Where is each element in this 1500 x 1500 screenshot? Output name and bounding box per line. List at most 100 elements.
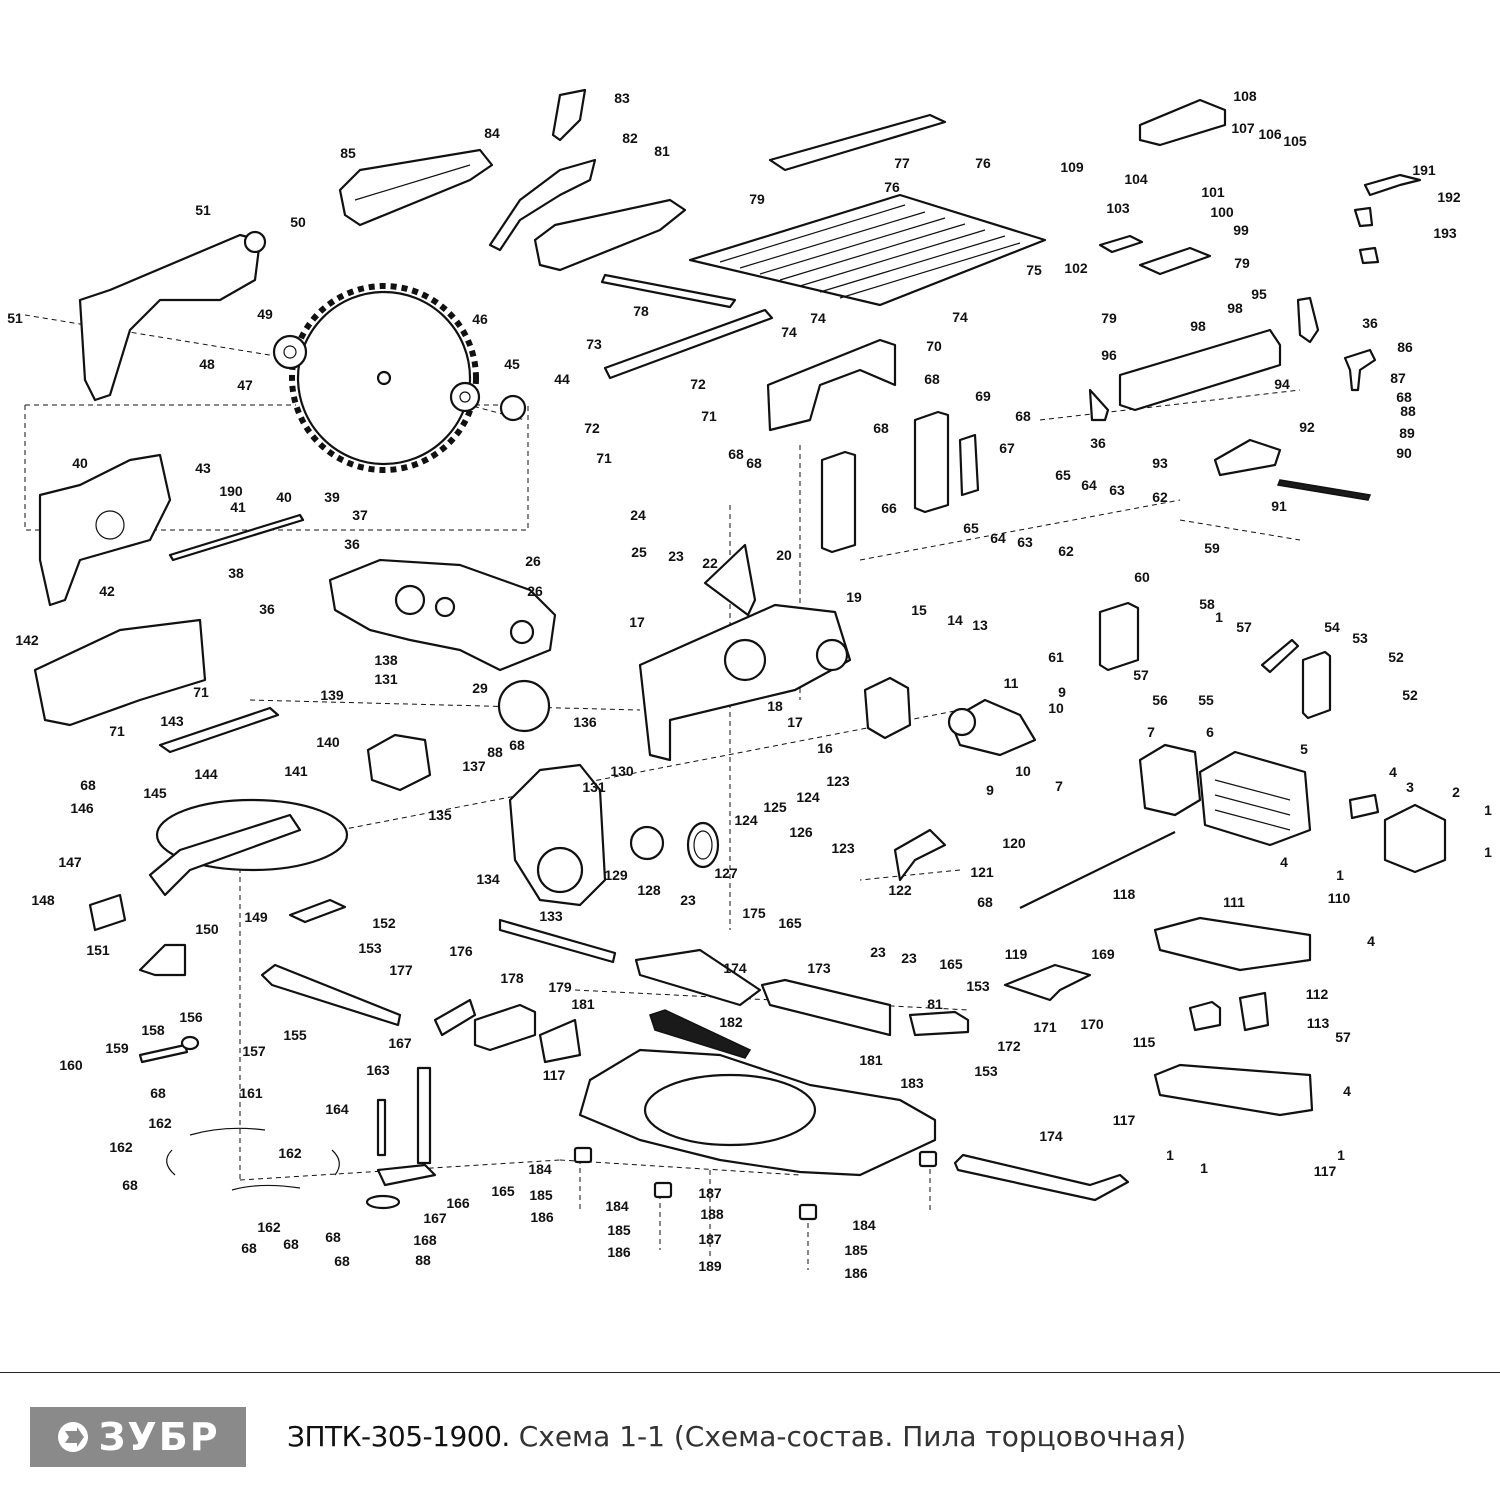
- callout-label: 102: [1064, 260, 1088, 276]
- armature-part: [947, 698, 1037, 757]
- callout-label: 173: [807, 960, 831, 976]
- callout-label: 39: [324, 489, 340, 505]
- callout-label: 104: [1124, 171, 1148, 187]
- callout-label: 144: [194, 766, 218, 782]
- callout-label: 187: [698, 1231, 722, 1247]
- callout-label: 135: [428, 807, 452, 823]
- spring-wire-162c-part: [166, 1149, 176, 1176]
- model-number: ЗПТК-305-1900.: [287, 1420, 510, 1453]
- callout-label: 20: [776, 547, 792, 563]
- callout-label: 57: [1133, 667, 1149, 683]
- callout-label: 62: [1152, 489, 1168, 505]
- zubr-arrow-logo-icon: [58, 1422, 89, 1452]
- saw-blade-part: [289, 283, 479, 473]
- handle-cover-part: [33, 618, 207, 727]
- foot-184d-part: [918, 1150, 938, 1168]
- callout-label: 71: [193, 684, 209, 700]
- callout-label: 1: [1484, 844, 1492, 860]
- callout-label: 83: [614, 90, 630, 106]
- callout-label: 36: [1090, 435, 1106, 451]
- callout-label: 23: [680, 892, 696, 908]
- long-rod-part: [1019, 831, 1176, 909]
- callout-label: 186: [844, 1265, 868, 1281]
- callout-label: 23: [870, 944, 886, 960]
- callout-label: 178: [500, 970, 524, 986]
- callout-label: 68: [334, 1253, 350, 1269]
- callout-label: 56: [1152, 692, 1168, 708]
- callout-label: 51: [195, 202, 211, 218]
- callout-label: 68: [1396, 389, 1412, 405]
- callout-label: 45: [504, 356, 520, 372]
- callout-label: 68: [283, 1236, 299, 1252]
- callout-label: 40: [72, 455, 88, 471]
- callout-label: 167: [388, 1035, 412, 1051]
- callout-label: 1: [1200, 1160, 1208, 1176]
- callout-label: 4: [1280, 854, 1288, 870]
- callout-label: 1: [1484, 802, 1492, 818]
- callout-label: 37: [352, 507, 368, 523]
- clamp-part: [138, 943, 187, 977]
- callout-label: 128: [637, 882, 661, 898]
- callout-label: 53: [1352, 630, 1368, 646]
- callout-label: 44: [554, 371, 570, 387]
- callout-label: 1: [1215, 609, 1223, 625]
- pin-163-part: [416, 1066, 432, 1165]
- callout-label: 191: [1412, 162, 1436, 178]
- callout-label: 110: [1328, 890, 1351, 906]
- grip-cylinder-part: [88, 893, 127, 932]
- callout-label: 148: [31, 892, 55, 908]
- diagram-caption: ЗПТК-305-1900. Схема 1-1 (Схема-состав. …: [287, 1420, 1186, 1453]
- callout-label: 78: [633, 303, 649, 319]
- callout-label: 181: [571, 996, 595, 1012]
- callout-label: 26: [527, 583, 543, 599]
- callout-label: 71: [109, 723, 125, 739]
- callout-label: 88: [487, 744, 503, 760]
- large-o-ring-part: [497, 679, 551, 733]
- slide-plate-part: [288, 898, 347, 924]
- callout-label: 167: [423, 1210, 447, 1226]
- callout-label: 68: [746, 455, 762, 471]
- callout-label: 163: [366, 1062, 390, 1078]
- callout-label: 24: [630, 507, 646, 523]
- callout-label: 117: [543, 1067, 566, 1083]
- callout-label: 58: [1199, 596, 1215, 612]
- rear-plate-part: [1301, 650, 1332, 720]
- spring-wire-162d-part: [331, 1149, 340, 1176]
- fence-bar-part: [603, 308, 774, 380]
- callout-label: 112: [1306, 986, 1329, 1002]
- callout-label: 77: [894, 155, 910, 171]
- angle-plate-part: [1213, 438, 1282, 477]
- callout-label: 123: [826, 773, 850, 789]
- callout-label: 68: [977, 894, 993, 910]
- callout-label: 54: [1324, 619, 1340, 635]
- callout-label: 164: [325, 1101, 349, 1117]
- callout-label: 64: [1081, 477, 1097, 493]
- callout-label: 4: [1367, 933, 1375, 949]
- end-bracket-part: [1296, 296, 1320, 344]
- block-172-part: [908, 1010, 970, 1037]
- switch-box-part: [1098, 601, 1140, 672]
- callout-label: 101: [1201, 184, 1225, 200]
- callout-label: 171: [1033, 1019, 1057, 1035]
- callout-label: 134: [476, 871, 500, 887]
- lock-knob-part: [1343, 348, 1377, 392]
- callout-label: 59: [1204, 540, 1220, 556]
- callout-label: 117: [1314, 1163, 1337, 1179]
- callout-label: 57: [1236, 619, 1252, 635]
- callout-label: 72: [584, 420, 600, 436]
- callout-label: 90: [1396, 445, 1412, 461]
- callout-label: 161: [239, 1085, 263, 1101]
- callout-label: 185: [607, 1222, 631, 1238]
- callout-label: 107: [1231, 120, 1255, 136]
- flange-washer-inner: [459, 391, 471, 403]
- callout-label: 84: [484, 125, 500, 141]
- callout-label: 138: [374, 652, 398, 668]
- lower-blade-guard-part: [38, 453, 172, 607]
- callout-label: 94: [1274, 376, 1290, 392]
- callout-label: 25: [631, 544, 647, 560]
- callout-label: 7: [1055, 778, 1063, 794]
- strip-part: [600, 273, 737, 309]
- callout-label: 36: [1362, 315, 1378, 331]
- callout-label: 15: [911, 602, 927, 618]
